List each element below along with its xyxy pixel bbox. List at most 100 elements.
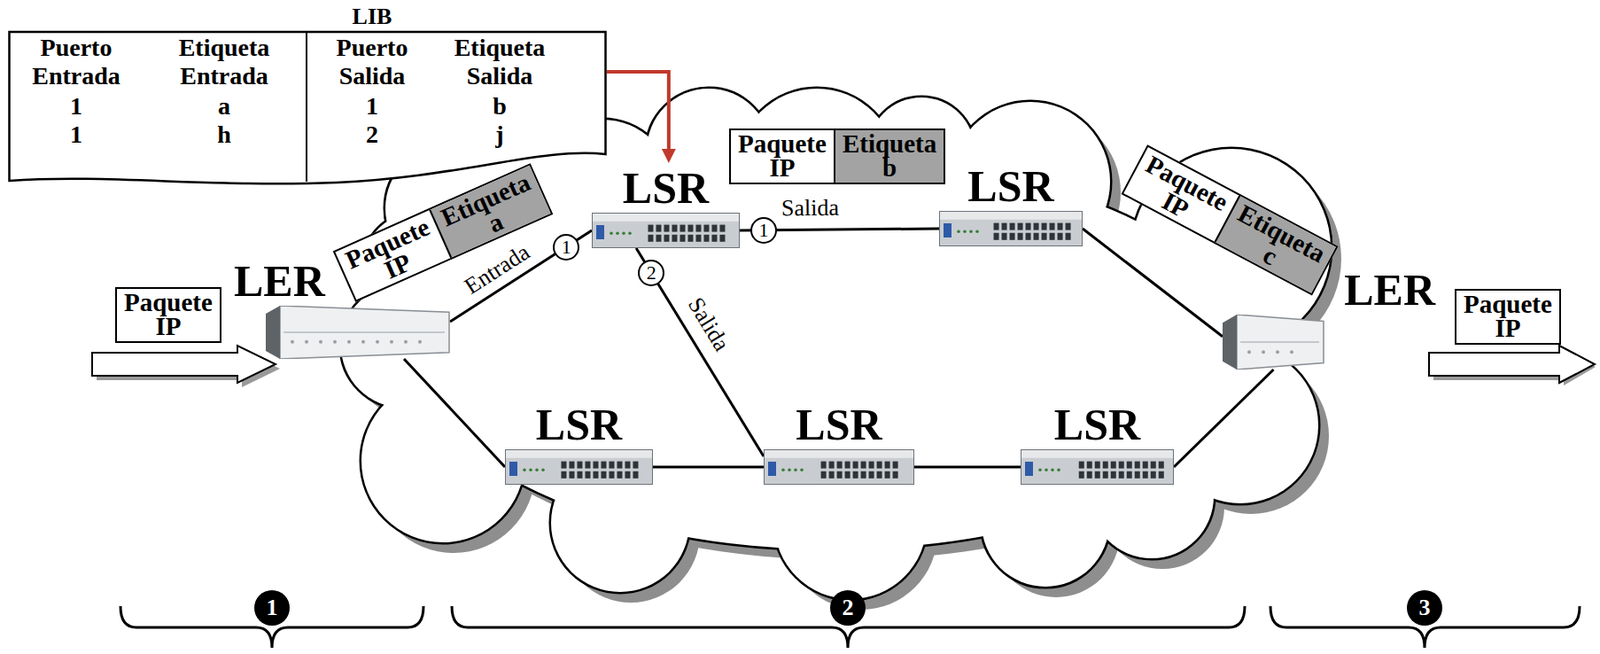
switch-port <box>592 471 599 479</box>
switch-led <box>969 229 973 234</box>
switch-port <box>1110 471 1117 479</box>
device-name: LSR <box>939 162 1083 211</box>
table-title: LIB <box>352 3 393 31</box>
network-link <box>636 248 764 457</box>
switch-port <box>560 461 567 469</box>
switch-port <box>845 471 851 479</box>
switch-port <box>861 471 867 479</box>
switch-port <box>647 225 653 233</box>
switch-port <box>647 234 653 242</box>
section-number: 3 <box>1406 590 1443 626</box>
switch-port <box>885 471 891 479</box>
table-cell: Puerto Salida <box>310 33 435 91</box>
switch-port <box>1126 461 1133 469</box>
table-divider <box>305 31 308 182</box>
switch-port <box>1025 223 1032 231</box>
switch-port <box>1001 233 1008 241</box>
switch-icon <box>939 210 1083 247</box>
device-name: LSR <box>504 400 653 450</box>
network-link <box>606 71 669 156</box>
switch-port <box>821 461 827 469</box>
switch-port <box>711 234 717 242</box>
switch-port <box>695 234 701 242</box>
switch-port <box>1150 461 1157 469</box>
switch-port <box>885 461 891 469</box>
labeled-packet: Paquete IPEtiqueta b <box>729 128 946 185</box>
switch-port <box>1001 223 1008 231</box>
switch-port <box>893 471 899 479</box>
network-link <box>1082 228 1223 337</box>
switch-port <box>608 471 614 479</box>
port-number: 2 <box>637 259 665 287</box>
switch-port <box>695 225 701 233</box>
switch-port <box>1142 471 1149 479</box>
switch-port <box>616 461 622 469</box>
switch-port <box>1009 223 1016 231</box>
lsr-router: LSR <box>763 400 915 485</box>
hollow-arrow <box>1429 345 1595 383</box>
switch-port <box>632 471 638 479</box>
switch-port <box>1057 233 1064 241</box>
switch-led <box>1056 467 1061 472</box>
packet-frame: Paquete IPEtiqueta a <box>333 163 554 303</box>
switch-port <box>1017 233 1024 241</box>
table-cell: j <box>437 120 562 149</box>
switch-logo <box>943 223 952 238</box>
switch-icon <box>591 212 740 249</box>
switch-led <box>793 467 798 472</box>
switch-port <box>1065 233 1072 241</box>
table-cell: b <box>437 92 562 121</box>
section-number: 1 <box>254 590 290 626</box>
port-number: 1 <box>750 217 777 244</box>
router-led <box>1275 349 1280 354</box>
router-side <box>265 305 280 359</box>
ip-packet: Paquete IP <box>1454 288 1562 345</box>
switch-icon <box>763 449 915 485</box>
switch-port <box>719 234 725 242</box>
router-icon <box>1222 314 1325 370</box>
switch-port <box>1049 223 1056 231</box>
switch-port <box>576 461 583 469</box>
switch-port <box>703 225 709 233</box>
switch-port <box>560 471 567 479</box>
switch-led <box>1050 467 1055 472</box>
network-link <box>403 358 505 467</box>
router-body <box>1236 314 1324 370</box>
packet-field: Etiqueta b <box>833 130 944 183</box>
switch-led <box>1044 467 1049 472</box>
switch-port <box>616 471 622 479</box>
switch-port <box>1057 223 1064 231</box>
switch-body <box>939 211 1083 247</box>
switch-port <box>1025 233 1032 241</box>
router-side <box>1222 314 1237 370</box>
switch-port <box>869 471 875 479</box>
switch-port <box>608 461 614 469</box>
switch-port <box>845 461 851 469</box>
network-link <box>652 466 764 469</box>
switch-port <box>1118 471 1125 479</box>
switch-port <box>632 461 638 469</box>
packet-frame: Paquete IPEtiqueta b <box>729 128 946 185</box>
switch-port <box>624 461 630 469</box>
switch-port <box>837 461 843 469</box>
switch-logo <box>768 461 777 476</box>
switch-led <box>956 229 961 234</box>
router-led <box>375 340 380 344</box>
router-body <box>279 305 450 359</box>
switch-port <box>584 461 591 469</box>
switch-led <box>609 231 614 235</box>
switch-port <box>1095 471 1101 479</box>
table-cell: Etiqueta Salida <box>437 33 562 91</box>
switch-top <box>505 450 653 459</box>
router-stripe <box>283 331 445 334</box>
switch-port <box>994 223 1000 231</box>
switch-body <box>505 450 653 485</box>
switch-port <box>663 234 669 242</box>
switch-port <box>584 471 591 479</box>
port-number: 1 <box>552 233 580 261</box>
switch-led <box>800 467 804 472</box>
switch-port <box>1150 471 1157 479</box>
switch-port <box>1158 471 1165 479</box>
switch-port <box>624 471 630 479</box>
device-name: LSR <box>763 400 915 450</box>
